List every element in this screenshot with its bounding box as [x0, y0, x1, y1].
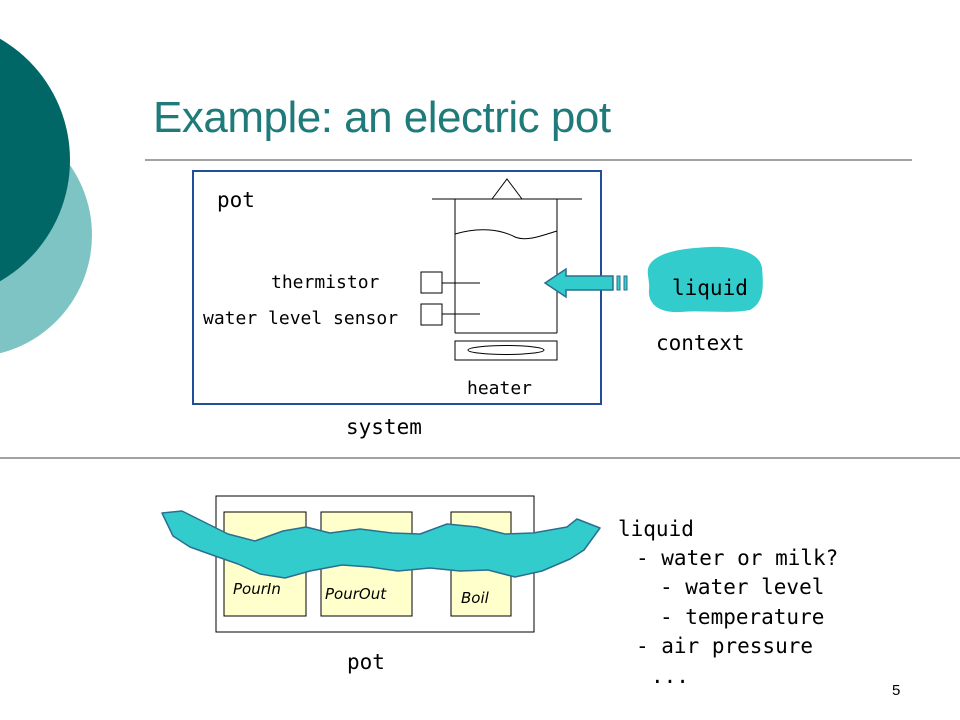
heater-label: heater	[467, 378, 533, 399]
liquid-note-item: - water level	[660, 575, 825, 599]
pot-drawing	[420, 178, 582, 361]
liquid-wave-band	[161, 510, 601, 579]
dark-teal-circle	[0, 38, 70, 282]
liquid-label: liquid	[672, 276, 748, 300]
arrow-tail-bar-1	[616, 275, 621, 291]
water-surface	[454, 229, 558, 240]
pot-label: pot	[217, 188, 255, 212]
module-label-pourin: PourIn	[233, 580, 281, 598]
thermistor-label: thermistor	[271, 272, 380, 293]
thermistor-box	[420, 271, 443, 294]
heater-coil	[467, 345, 545, 355]
liquid-note-item: - air pressure	[636, 634, 814, 658]
system-label: system	[346, 415, 422, 439]
arrow-shape	[543, 267, 614, 299]
input-arrow	[543, 267, 628, 299]
module-pot-label: pot	[347, 650, 385, 674]
slide-title: Example: an electric pot	[153, 93, 611, 142]
pot-lid-handle	[491, 178, 523, 200]
page-number: 5	[892, 682, 901, 699]
heater-plate	[454, 340, 558, 361]
liquid-note-item: ...	[651, 664, 689, 688]
liquid-note-item: - water or milk?	[636, 546, 839, 570]
liquid-notes-heading: liquid	[618, 517, 694, 541]
arrow-tail-bar-2	[623, 275, 628, 291]
liquid-note-item: - temperature	[660, 605, 825, 629]
water-level-sensor-label: water level sensor	[203, 308, 399, 329]
module-label-pourout: PourOut	[325, 585, 387, 603]
water-level-sensor-box	[420, 303, 443, 326]
context-label: context	[656, 331, 745, 355]
liquid-blob	[647, 246, 763, 313]
module-label-boil: Boil	[461, 589, 489, 607]
